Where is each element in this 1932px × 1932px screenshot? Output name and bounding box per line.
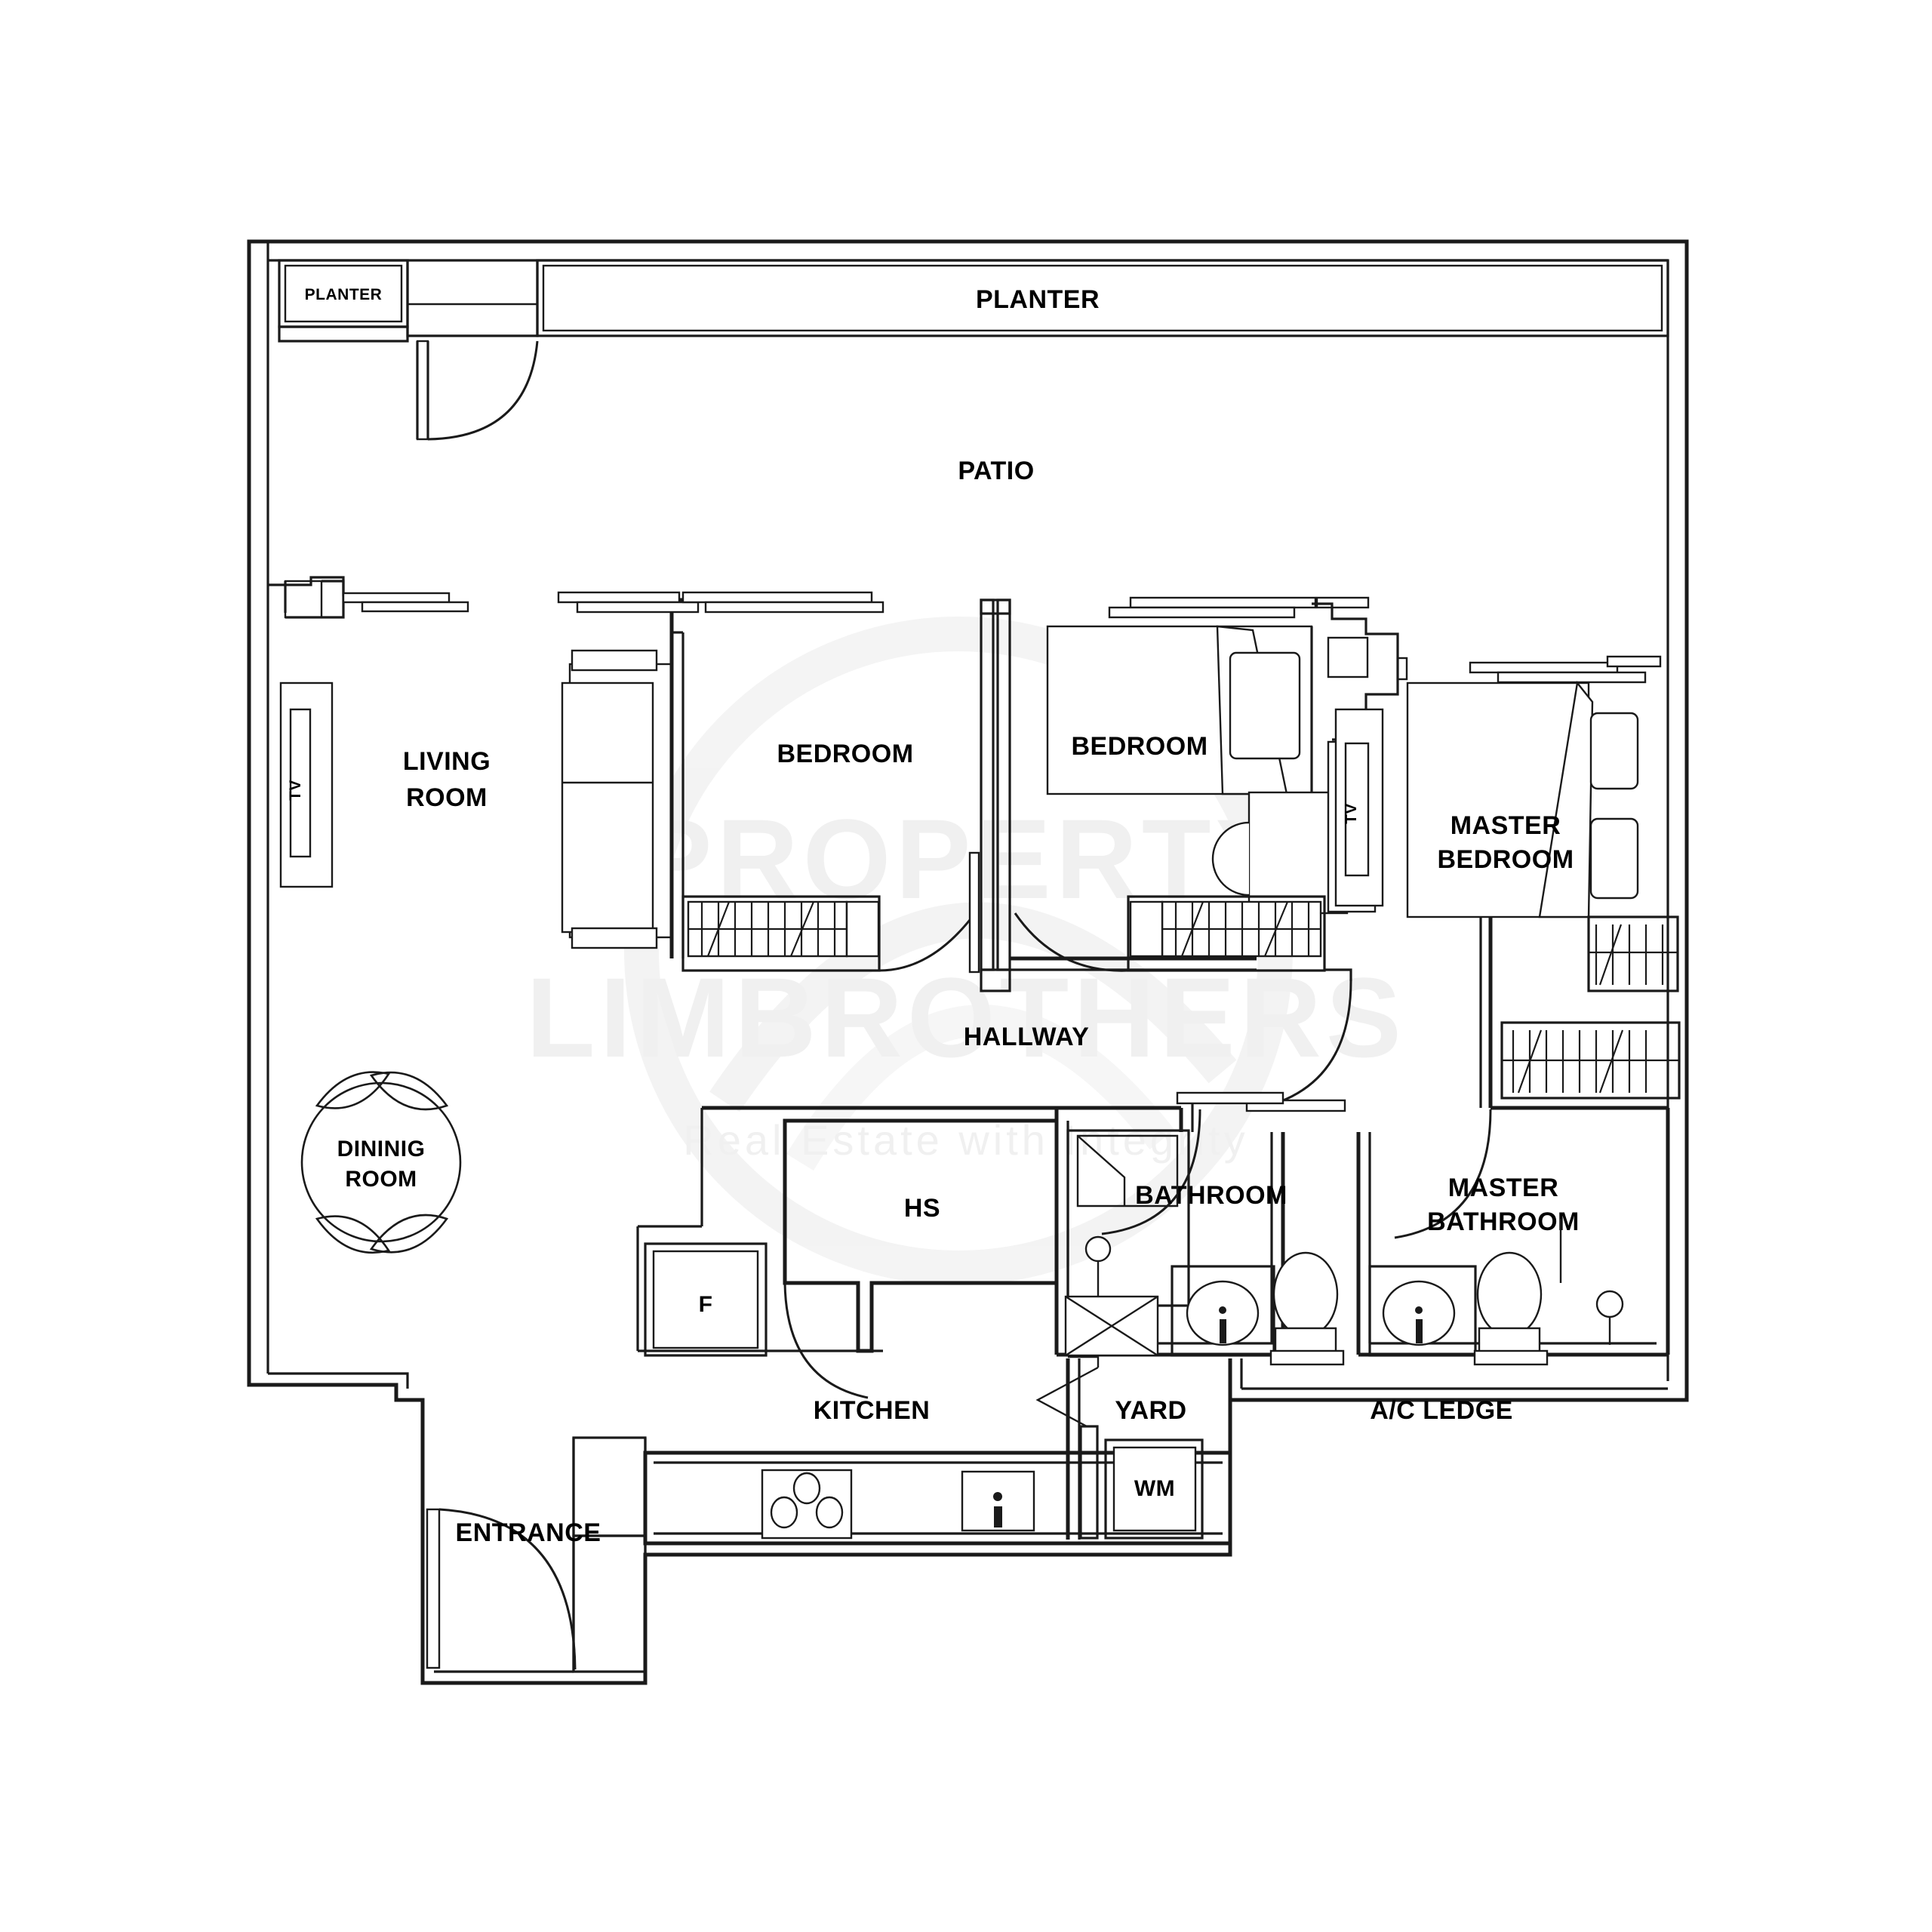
- master-bathroom-label-line1: MASTER: [1448, 1174, 1559, 1202]
- hob-icon: [761, 1469, 853, 1540]
- living-room-label-line1: LIVING: [403, 747, 491, 776]
- dining-room-label-line2: ROOM: [345, 1167, 417, 1192]
- bedroom-2-label: BEDROOM: [1071, 732, 1208, 761]
- shower-head-icon: [1084, 1235, 1112, 1297]
- living-room-sofa: [561, 649, 673, 949]
- bedroom-1-wardrobe: [681, 895, 881, 972]
- living-room-walls: [268, 576, 469, 619]
- watermark-line-3: Real Estate with Integrity: [683, 1116, 1248, 1164]
- kitchen-label: KITCHEN: [814, 1396, 931, 1425]
- bedroom-2-wardrobe: [1127, 895, 1326, 972]
- kitchen-door[interactable]: [783, 1282, 869, 1399]
- master-bathroom-toilet: [1473, 1251, 1549, 1366]
- bathroom-label: BATHROOM: [1135, 1181, 1287, 1210]
- watermark-line-2: LIMBROTHERS: [526, 954, 1406, 1081]
- washing-machine-label: WM: [1134, 1476, 1175, 1501]
- master-shower-head-icon: [1595, 1290, 1624, 1345]
- kitchen-walls: [636, 1106, 1181, 1352]
- planter-small-label: PLANTER: [305, 286, 383, 303]
- bedroom-2-bed: [1046, 625, 1313, 795]
- bathroom-door[interactable]: [1101, 1091, 1284, 1235]
- master-bathroom-sink: [1368, 1265, 1477, 1357]
- patio-door[interactable]: [416, 340, 539, 441]
- tv-master-unit: [1334, 708, 1384, 907]
- shower-tray: [1064, 1295, 1159, 1357]
- dining-table: [300, 1071, 462, 1254]
- planter-main-box: [536, 259, 1669, 337]
- tv-living-unit: [279, 681, 334, 888]
- ac-ledge-label: A/C LEDGE: [1370, 1396, 1513, 1425]
- yard-label: YARD: [1115, 1396, 1186, 1425]
- master-bedroom-label-line1: MASTER: [1451, 811, 1561, 840]
- yard-arrow-icon: [1035, 1355, 1100, 1428]
- master-bathroom-door[interactable]: [1394, 1109, 1492, 1239]
- patio-label: PATIO: [958, 457, 1034, 485]
- washing-machine: [1104, 1438, 1204, 1540]
- ac-ledge-walls: [1228, 1358, 1687, 1402]
- planter-divider-wall: [278, 260, 539, 343]
- tv-living-label: TV: [287, 780, 304, 801]
- living-room-label-line2: ROOM: [406, 783, 488, 812]
- kitchen-sink-icon: [961, 1470, 1035, 1532]
- master-bedroom-label-line2: BEDROOM: [1437, 845, 1574, 874]
- entrance-label: ENTRANCE: [456, 1518, 601, 1547]
- yard-counter-divider: [1079, 1425, 1099, 1540]
- hallway-label: HALLWAY: [964, 1023, 1090, 1051]
- household-shelter-label: HS: [904, 1194, 940, 1223]
- master-bed: [1406, 681, 1639, 918]
- master-wardrobe-lower: [1500, 1021, 1681, 1100]
- fridge-box: [644, 1242, 768, 1357]
- master-wardrobe-upper: [1587, 915, 1679, 992]
- bedroom-1-label: BEDROOM: [777, 740, 913, 768]
- fridge-label: F: [699, 1292, 713, 1317]
- bedroom-2-door[interactable]: [1014, 912, 1129, 972]
- bathroom-sink: [1171, 1265, 1275, 1357]
- master-bedroom-windows: [1469, 655, 1662, 684]
- planter-main-label: PLANTER: [976, 285, 1100, 314]
- dining-room-label-line1: DININIG: [337, 1137, 426, 1161]
- bedroom-1-windows: [557, 591, 884, 614]
- entrance-walls: [421, 1502, 645, 1685]
- yard-walls: [1066, 1358, 1081, 1540]
- master-bathroom-label-line2: BATHROOM: [1427, 1208, 1580, 1236]
- entrance-door[interactable]: [426, 1508, 577, 1670]
- bedroom-1-door[interactable]: [878, 851, 980, 974]
- counter-left-cabinet: [572, 1436, 647, 1673]
- tv-master-label: TV: [1343, 803, 1360, 824]
- bedroom-2-windows: [1108, 596, 1370, 619]
- bathroom-toilet: [1269, 1251, 1345, 1366]
- center-partition: [980, 598, 1011, 992]
